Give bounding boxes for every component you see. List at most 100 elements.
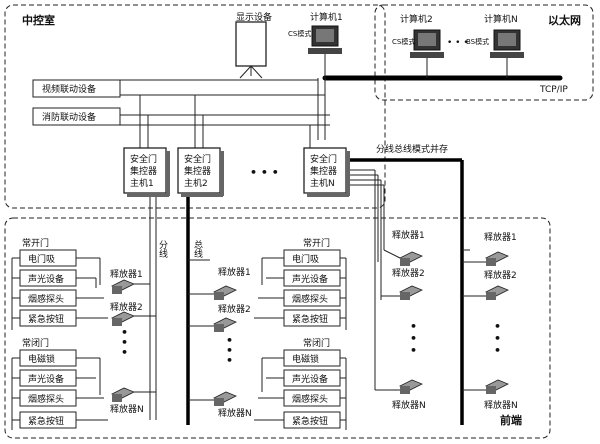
host-1: 安全门 集控器 主机1 [123, 147, 170, 197]
vdot: • [226, 344, 233, 357]
group-normally-open-left: 常开门 电门吸 声光设备 烟感探头 紧急按钮 [11, 237, 108, 330]
releaser-left-2-label: 释放器2 [110, 301, 143, 313]
device-label: 电门吸 [28, 253, 55, 265]
releaser-middle-1-label: 释放器1 [218, 266, 251, 278]
group-title: 常闭门 [303, 337, 330, 349]
group-title: 常开门 [22, 237, 49, 249]
device-label: 烟感探头 [28, 393, 64, 405]
releaser-right-bus-2-label: 释放器2 [484, 269, 517, 281]
host-2-line3: 主机2 [184, 177, 208, 189]
releaser-left-2 [111, 311, 156, 326]
device-label: 声光设备 [292, 273, 328, 285]
device-label: 紧急按钮 [292, 313, 328, 325]
bs-mode-label: BS模式 [466, 37, 489, 46]
releaser-right-branch-1 [383, 249, 423, 266]
bus-stubs [188, 249, 470, 261]
host-2-line2: 集控器 [184, 165, 211, 177]
computer-2-icon [410, 29, 444, 58]
vdot: • [494, 320, 501, 333]
host-2-line1: 安全门 [184, 153, 211, 165]
host-n-line1: 安全门 [310, 153, 337, 165]
releaser-middle-2 [188, 317, 237, 332]
device-label: 紧急按钮 [28, 313, 64, 325]
display-label: 显示设备 [236, 11, 272, 23]
svg-text:分线: 分线 [157, 240, 168, 258]
ethernet-label: 以太网 [548, 13, 581, 27]
group-normally-closed-left: 常闭门 电磁锁 声光设备 烟感探头 紧急按钮 [11, 337, 108, 430]
releaser-middle-1 [188, 285, 237, 300]
control-room-label: 中控室 [22, 13, 55, 27]
host-2: 安全门 集控器 主机2 [177, 147, 224, 197]
host-1-line1: 安全门 [130, 153, 157, 165]
device-label: 烟感探头 [292, 393, 328, 405]
vdot: • [226, 354, 233, 367]
releaser-middle-2-label: 释放器2 [218, 303, 251, 315]
front-end-label: 前端 [500, 413, 522, 427]
vdot: • [410, 344, 417, 357]
device-label: 电门吸 [292, 253, 319, 265]
device-label: 声光设备 [28, 373, 64, 385]
group-normally-closed-middle: 常闭门 电磁锁 声光设备 烟感探头 紧急按钮 [254, 337, 347, 430]
group-title: 常开门 [303, 237, 330, 249]
svg-text:总线: 总线 [192, 239, 203, 258]
releaser-right-branch-n [375, 379, 423, 394]
computer-n-icon [490, 29, 524, 58]
vdot: • [494, 332, 501, 345]
computer-ellipsis: • • • [447, 38, 469, 48]
computer-n-label: 计算机N [484, 13, 518, 25]
releaser-right-branch-1-label: 释放器1 [392, 229, 425, 241]
host-1-line2: 集控器 [130, 165, 157, 177]
fire-linkage-label: 消防联动设备 [42, 111, 96, 123]
releaser-left-n [111, 387, 156, 402]
device-label: 声光设备 [292, 373, 328, 385]
device-label: 烟感探头 [292, 293, 328, 305]
tcpip-label: TCP/IP [539, 85, 568, 95]
host-n-line3: 主机N [310, 177, 335, 189]
group-normally-open-middle: 常开门 电门吸 声光设备 烟感探头 紧急按钮 [254, 237, 347, 330]
vdot: • [121, 326, 128, 339]
fire-linkage-box [32, 107, 121, 126]
device-label: 紧急按钮 [292, 415, 328, 427]
computer-2-label: 计算机2 [400, 13, 433, 25]
releaser-right-branch-2 [381, 285, 423, 300]
vdot: • [226, 334, 233, 347]
releaser-middle-n [188, 391, 237, 406]
branch-label-vertical: 分线 [157, 240, 168, 258]
releaser-left-1 [111, 279, 150, 294]
device-label: 电磁锁 [28, 353, 55, 365]
releaser-left-1-label: 释放器1 [110, 268, 143, 280]
releaser-right-bus-n [462, 379, 509, 394]
host-n: 安全门 集控器 主机N [303, 147, 350, 197]
device-label: 紧急按钮 [28, 415, 64, 427]
vdot: • [410, 332, 417, 345]
computer-1-icon [308, 25, 342, 54]
cs-mode-label-2: CS模式 [392, 37, 415, 46]
device-label: 烟感探头 [28, 293, 64, 305]
video-linkage-label: 视频联动设备 [42, 83, 96, 95]
releaser-right-bus-2 [462, 285, 509, 300]
host-1-line3: 主机1 [130, 177, 154, 189]
group-title: 常闭门 [22, 337, 49, 349]
device-label: 电磁锁 [292, 353, 319, 365]
vdot: • [410, 320, 417, 333]
releaser-left-n-label: 释放器N [110, 403, 144, 415]
releaser-right-bus-1-label: 释放器1 [484, 231, 517, 243]
control-wiring [33, 78, 330, 148]
host-n-line2: 集控器 [310, 165, 337, 177]
cs-mode-label-1: CS模式 [288, 29, 311, 38]
ethernet-zone [374, 4, 594, 101]
vdot: • [121, 336, 128, 349]
releaser-right-bus-n-label: 释放器N [484, 399, 518, 411]
device-label: 声光设备 [28, 273, 64, 285]
bus-label-vertical: 总线 [192, 239, 203, 258]
tcpip-bus [322, 54, 563, 81]
trunk-lines [149, 158, 464, 425]
front-end-zone [4, 217, 551, 439]
releaser-right-bus-1 [462, 251, 509, 266]
releaser-right-branch-2-label: 释放器2 [392, 267, 425, 279]
computer-1-label: 计算机1 [310, 11, 343, 23]
vdot: • [121, 346, 128, 359]
releaser-middle-n-label: 释放器N [218, 407, 252, 419]
coexist-label: 分线总线模式并存 [376, 143, 448, 155]
